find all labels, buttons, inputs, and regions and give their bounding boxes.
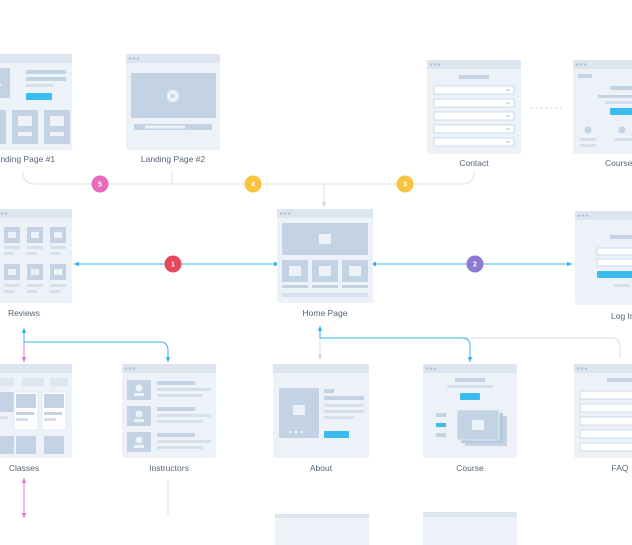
image-icon <box>472 420 484 430</box>
wireframe-frame <box>575 211 632 305</box>
login-button <box>597 271 632 278</box>
image-icon <box>319 234 331 244</box>
badge-number: 1 <box>171 262 175 269</box>
window-bar <box>273 364 369 373</box>
wireframe-frame <box>0 209 72 303</box>
cta-button <box>324 431 349 438</box>
node-label: About <box>310 463 333 473</box>
badge-1: 1 <box>164 255 182 273</box>
node-label: Course <box>456 463 484 473</box>
image-icon <box>44 110 70 144</box>
faq-item <box>579 442 632 452</box>
window-bar <box>0 54 72 63</box>
badge-circle <box>244 175 262 193</box>
image-icon <box>0 68 10 98</box>
node-landing-page-2[interactable]: Landing Page #2 <box>126 54 220 164</box>
node-home-page[interactable]: Home Page <box>277 209 373 318</box>
node-label: Log In <box>611 311 632 321</box>
badge-circle <box>396 175 414 193</box>
faq-item <box>579 403 632 413</box>
chevron-down-icon <box>505 140 511 144</box>
node-label: Classes <box>9 463 39 473</box>
window-bar <box>575 211 632 220</box>
badge-4: 4 <box>244 175 262 193</box>
node-classes[interactable]: Classes <box>0 364 72 473</box>
node-reviews[interactable]: Reviews <box>0 209 72 318</box>
node-faq[interactable]: FAQ <box>574 364 632 473</box>
image-icon <box>0 110 6 144</box>
node-label: Landing Page #1 <box>0 154 55 164</box>
arrow-reviews-instructors <box>24 341 171 363</box>
badge-number: 3 <box>403 182 407 189</box>
node-instructors[interactable]: Instructors <box>122 364 216 473</box>
node-course[interactable]: Course <box>423 364 517 473</box>
node-label: Landing Page #2 <box>141 154 206 164</box>
badge-5: 5 <box>91 175 109 193</box>
dropdown-field <box>433 98 515 108</box>
partial-frames-bottom <box>275 512 517 545</box>
arrow-home-course <box>320 337 473 363</box>
dropdown-field <box>433 124 515 134</box>
window-bar <box>126 54 220 63</box>
window-bar <box>427 60 521 69</box>
badge-2: 2 <box>466 255 484 273</box>
node-log-in[interactable]: Log In <box>575 211 632 321</box>
chevron-down-icon <box>505 88 511 92</box>
node-contact[interactable]: Contact <box>427 60 521 168</box>
node-label: Courses <box>605 158 632 168</box>
window-bar <box>0 209 72 218</box>
node-label: Contact <box>459 158 489 168</box>
badge-circle <box>466 255 484 273</box>
node-label: Reviews <box>8 308 40 318</box>
node-courses[interactable]: Courses <box>573 60 632 168</box>
node-label: Home Page <box>303 308 348 318</box>
input-field <box>596 247 632 256</box>
faq-item <box>579 429 632 439</box>
image-icon <box>0 392 14 412</box>
window-bar <box>574 364 632 373</box>
node-landing-page-1[interactable]: Landing Page #1 <box>0 54 72 164</box>
wireframe-frame <box>275 514 369 545</box>
cta-button <box>26 93 52 100</box>
arrow-home-branches <box>319 328 621 358</box>
badge-number: 2 <box>473 262 477 269</box>
window-bar <box>0 364 72 373</box>
cta-button <box>610 108 632 115</box>
badge-circle <box>164 255 182 273</box>
badge-3: 3 <box>396 175 414 193</box>
dropdown-field <box>433 137 515 147</box>
dropdown-field <box>433 111 515 121</box>
footer-bar <box>282 293 368 297</box>
badge-number: 4 <box>251 182 255 189</box>
badge-number: 5 <box>98 182 102 189</box>
faq-item <box>579 390 632 400</box>
chevron-down-icon <box>505 101 511 105</box>
node-label: FAQ <box>611 463 628 473</box>
image-icon <box>12 110 38 144</box>
faq-item <box>579 416 632 426</box>
node-about[interactable]: About <box>273 364 369 473</box>
cta-button <box>460 393 480 400</box>
window-bar <box>423 364 517 373</box>
dropdown-field <box>433 85 515 95</box>
window-bar <box>573 60 632 69</box>
wireframe-frame <box>423 512 517 545</box>
window-bar <box>277 209 373 218</box>
badge-circle <box>91 175 109 193</box>
input-field <box>596 258 632 267</box>
chevron-down-icon <box>505 114 511 118</box>
node-label: Instructors <box>149 463 189 473</box>
window-bar <box>122 364 216 373</box>
chevron-down-icon <box>505 127 511 131</box>
